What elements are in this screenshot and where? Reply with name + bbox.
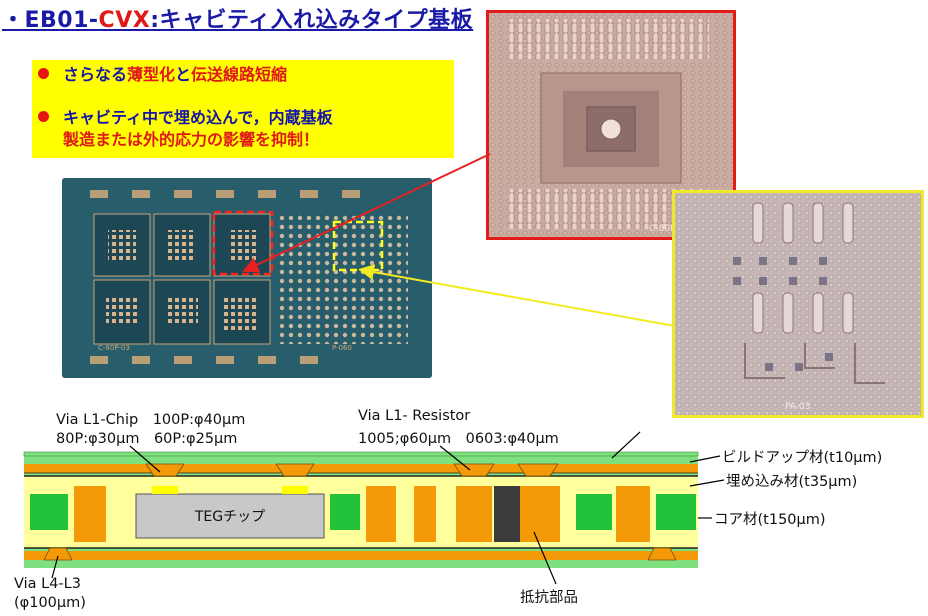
build-up-label: ビルドアップ材(t10μm) — [722, 450, 883, 466]
resistor-label: 抵抗部品 — [520, 590, 578, 606]
callout-text: キャビティ中で埋め込んで，内蔵基板 — [63, 108, 333, 127]
board-mark-1: C-80P-03 — [98, 344, 130, 352]
resistor-body — [494, 486, 520, 542]
callout-line-3: 製造または外的応力の影響を抑制！ — [63, 130, 319, 150]
resistor-area-drawing: PA-03 — [675, 193, 921, 415]
board-mark-2: P-060 — [332, 344, 352, 352]
callout-highlight: 製造または — [63, 130, 144, 149]
resistor-zoom-photo: PA-03 — [672, 190, 924, 418]
via-l4-label-1: Via L4-L3 — [14, 576, 81, 592]
via-chip-label-1: Via L1-Chip 100P:φ40μm — [56, 412, 246, 428]
callout-text: さらなる — [63, 65, 128, 84]
callout-highlight: 伝送線路短縮 — [191, 65, 288, 84]
feature-callout: さらなる薄型化と伝送線路短縮 キャビティ中で埋め込んで，内蔵基板 製造または外的… — [32, 60, 454, 158]
top-copper-layer — [24, 464, 698, 473]
callout-highlight: 薄型化 — [127, 65, 176, 84]
callout-highlight: の影響を抑制！ — [207, 130, 320, 149]
callout-text: と — [175, 65, 192, 84]
zoom2-label: PA-03 — [785, 402, 811, 412]
red-pointer-arrow — [242, 153, 491, 273]
via-resistor-label-1: Via L1- Resistor — [358, 408, 471, 424]
callout-line-2: キャビティ中で埋め込んで，内蔵基板 — [38, 108, 333, 128]
bottom-copper-layer — [24, 551, 698, 560]
yellow-pointer-arrow — [358, 264, 676, 327]
page-title: ・EB01-CVX:キャビティ入れ込みタイプ基板 — [2, 2, 473, 34]
via-chip-label-2: 80P:φ30μm 60P:φ25μm — [56, 431, 238, 447]
via-l4-label-2: (φ100μm) — [14, 595, 86, 611]
title-highlight: CVX — [98, 8, 151, 33]
callout-highlight: 外的応力 — [143, 130, 208, 149]
title-prefix: ・EB01- — [2, 8, 99, 33]
bullet-dot-icon — [38, 111, 49, 122]
core-label: コア材(t150μm) — [714, 512, 826, 528]
embed-label: 埋め込み材(t35μm) — [726, 474, 858, 490]
bullet-dot-icon — [38, 68, 49, 79]
teg-chip-label: TEGチップ — [194, 509, 265, 525]
board-photo: C-80P-03 P-060 — [62, 178, 432, 378]
callout-line-1: さらなる薄型化と伝送線路短縮 — [38, 65, 287, 85]
via-resistor-label-2: 1005;φ60μm 0603:φ40μm — [358, 431, 559, 447]
teg-chip — [135, 493, 325, 539]
title-suffix: :キャビティ入れ込みタイプ基板 — [150, 8, 474, 33]
zoom1-label: C-80P — [649, 224, 676, 234]
